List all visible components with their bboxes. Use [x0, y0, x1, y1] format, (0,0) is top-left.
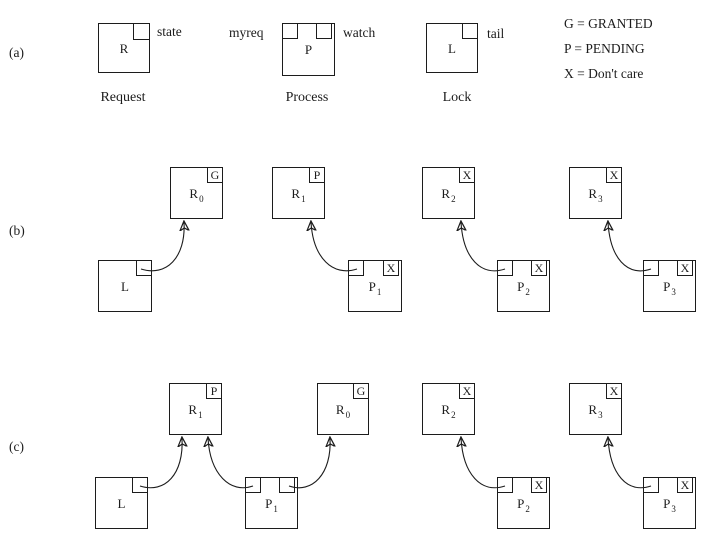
- legend-pending: P = PENDING: [564, 41, 645, 56]
- tail-field-label: tail: [487, 26, 505, 41]
- state-slot: X: [606, 167, 622, 183]
- box-label: P: [304, 42, 313, 57]
- request-box-r2: X R2: [422, 167, 475, 219]
- watch-field-label: watch: [343, 25, 376, 40]
- state-slot: X: [459, 167, 475, 183]
- box-label: R2: [441, 185, 456, 204]
- state-slot: X: [606, 383, 622, 399]
- box-label: R3: [588, 401, 603, 420]
- state-slot: [133, 23, 150, 40]
- watch-slot: X: [531, 477, 547, 493]
- lock-box: L: [95, 477, 148, 529]
- myreq-field-label: myreq: [229, 25, 264, 40]
- box-label: R2: [441, 401, 456, 420]
- row-a-label: (a): [9, 45, 24, 60]
- box-label: P1: [265, 495, 278, 514]
- tail-slot: [136, 260, 152, 276]
- process-box-p1: P1: [245, 477, 298, 529]
- process-box-p3: X P3: [643, 477, 696, 529]
- box-label: L: [121, 278, 129, 294]
- watch-slot: X: [677, 260, 693, 276]
- lock-schema-box: L: [426, 23, 478, 73]
- myreq-slot: [643, 260, 659, 276]
- myreq-slot: [348, 260, 364, 276]
- legend-granted: G = GRANTED: [564, 16, 653, 31]
- request-box-r3: X R3: [569, 383, 622, 435]
- row-b-label: (b): [9, 223, 25, 238]
- box-label: R: [119, 40, 129, 56]
- watch-slot: [279, 477, 295, 493]
- lock-box: L: [98, 260, 152, 312]
- request-box-r2: X R2: [422, 383, 475, 435]
- box-label: R0: [335, 401, 351, 420]
- box-label: R1: [188, 401, 203, 420]
- legend-dontcare: X = Don't care: [564, 66, 644, 81]
- row-c-label: (c): [9, 439, 24, 454]
- box-label: P2: [517, 495, 530, 514]
- box-label: L: [448, 40, 456, 56]
- box-label: P3: [663, 495, 676, 514]
- watch-slot: X: [677, 477, 693, 493]
- box-label: R0: [189, 185, 204, 204]
- request-box-r1: P R1: [272, 167, 325, 219]
- state-slot: P: [309, 167, 325, 183]
- box-label: L: [117, 495, 126, 511]
- state-legend: G = GRANTED P = PENDING X = Don't care: [564, 11, 653, 86]
- box-label: P3: [663, 278, 676, 297]
- process-caption: Process: [285, 90, 329, 105]
- watch-slot: [316, 23, 332, 39]
- box-label: P1: [368, 278, 382, 297]
- myreq-slot: [497, 477, 513, 493]
- myreq-slot: [245, 477, 261, 493]
- request-box-r3: X R3: [569, 167, 622, 219]
- process-schema-box: P: [282, 23, 335, 76]
- watch-slot: X: [531, 260, 547, 276]
- process-box-p2: X P2: [497, 260, 550, 312]
- state-slot: X: [459, 383, 475, 399]
- myreq-slot: [643, 477, 659, 493]
- state-field-label: state: [157, 24, 182, 39]
- myreq-slot: [282, 23, 298, 39]
- process-box-p1: X P1: [348, 260, 402, 312]
- state-slot: P: [206, 383, 222, 399]
- watch-slot: X: [383, 260, 399, 276]
- myreq-slot: [497, 260, 513, 276]
- tail-slot: [462, 23, 478, 39]
- state-slot: G: [207, 167, 223, 183]
- request-box-r0: G R0: [170, 167, 223, 219]
- request-caption: Request: [100, 90, 146, 105]
- tail-slot: [132, 477, 148, 493]
- box-label: P2: [517, 278, 530, 297]
- request-schema-box: R: [98, 23, 150, 73]
- box-label: R3: [588, 185, 603, 204]
- lock-caption: Lock: [442, 90, 472, 105]
- process-box-p2: X P2: [497, 477, 550, 529]
- process-box-p3: X P3: [643, 260, 696, 312]
- request-box-r0: G R0: [317, 383, 369, 435]
- request-box-r1: P R1: [169, 383, 222, 435]
- state-slot: G: [353, 383, 369, 399]
- box-label: R1: [291, 185, 306, 204]
